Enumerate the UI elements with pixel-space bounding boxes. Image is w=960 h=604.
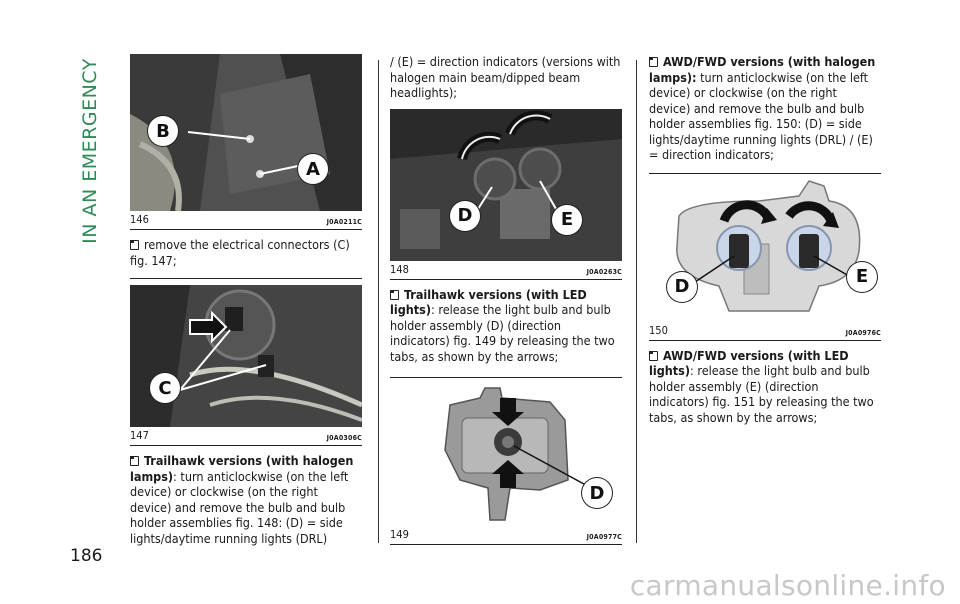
watermark: carmanualsonline.info [629, 569, 946, 602]
bulb-holder-drawing [390, 380, 622, 526]
instruction-heading: AWD/FWD versions (with halogen lamps): [649, 54, 876, 85]
instruction-heading: AWD/FWD versions (with LED lights) [649, 347, 849, 379]
instruction-paragraph: / (E) = direction indicators (versions w… [390, 54, 622, 101]
figure-150-image: D E [649, 175, 881, 322]
figure-149-image: D [390, 380, 622, 526]
figure-147-image: C [130, 285, 362, 427]
column-divider [636, 60, 637, 543]
callout-c: C [150, 373, 180, 403]
callout-d: D [450, 200, 480, 231]
bullet-icon [649, 350, 658, 361]
figure-147-caption: 147 J0A0306C [130, 427, 362, 446]
bullet-icon [130, 456, 139, 466]
figure-number: 148 [390, 262, 409, 276]
callout-e: E [552, 204, 582, 235]
bullet-icon [130, 240, 139, 250]
callout-b: B [148, 116, 178, 146]
callout-d: D [582, 478, 612, 508]
instruction-paragraph: remove the electrical connectors (C) fig… [130, 237, 362, 268]
column-3: AWD/FWD versions (with halogen lamps): t… [649, 54, 881, 425]
instruction-heading: Trailhawk versions (with LED lights) [390, 286, 587, 318]
figure-146-caption: 146 J0A0211C [130, 211, 362, 230]
figure-146-image: B A [130, 54, 362, 211]
instruction-paragraph: AWD/FWD versions (with LED lights): rele… [649, 348, 881, 426]
instruction-text: turn anticlockwise (on the left device) … [649, 69, 873, 163]
column-2: / (E) = direction indicators (versions w… [390, 54, 622, 552]
callout-e: E [847, 261, 877, 292]
figure-code: J0A0976C [845, 328, 881, 337]
column-divider [378, 60, 379, 543]
figure-number: 146 [130, 213, 149, 226]
figure-148-caption: 148 J0A0263C [390, 261, 622, 280]
figure-number: 149 [390, 528, 409, 541]
figure-number: 150 [649, 323, 668, 337]
instruction-text: : release the light bulb and bulb holder… [649, 363, 874, 425]
column-1: B A 146 J0A0211C remove the electrical c… [130, 54, 362, 546]
headlight-rear-photo [390, 108, 622, 261]
instruction-heading: Trailhawk versions (with halogen lamps) [130, 453, 354, 484]
callout-a: A [298, 154, 328, 184]
section-title-text: IN AN EMERGENCY [79, 58, 101, 244]
figure-number: 147 [130, 429, 149, 442]
instruction-paragraph: Trailhawk versions (with halogen lamps):… [130, 453, 362, 546]
section-title: IN AN EMERGENCY [76, 50, 106, 250]
bullet-icon [649, 57, 658, 67]
connector-photo [130, 285, 362, 427]
bullet-icon [390, 289, 399, 300]
instruction-paragraph: Trailhawk versions (with LED lights): re… [390, 287, 622, 365]
figure-148-image: D E [390, 108, 622, 261]
instruction-paragraph: AWD/FWD versions (with halogen lamps): t… [649, 54, 881, 163]
instruction-text: : release the light bulb and bulb holder… [390, 302, 615, 364]
figure-code: J0A0211C [326, 218, 362, 226]
instruction-text: remove the electrical connectors (C) fig… [130, 237, 350, 268]
figure-149-caption: 149 J0A0977C [390, 526, 622, 545]
figure-150-caption: 150 J0A0976C [649, 322, 881, 341]
page-number: 186 [70, 546, 103, 566]
callout-d: D [667, 271, 697, 302]
instruction-text: : turn anticlockwise (on the left device… [130, 468, 349, 546]
instruction-text: / (E) = direction indicators (versions w… [390, 54, 621, 100]
figure-code: J0A0977C [586, 533, 622, 541]
figure-code: J0A0263C [586, 267, 622, 276]
figure-code: J0A0306C [326, 434, 362, 442]
